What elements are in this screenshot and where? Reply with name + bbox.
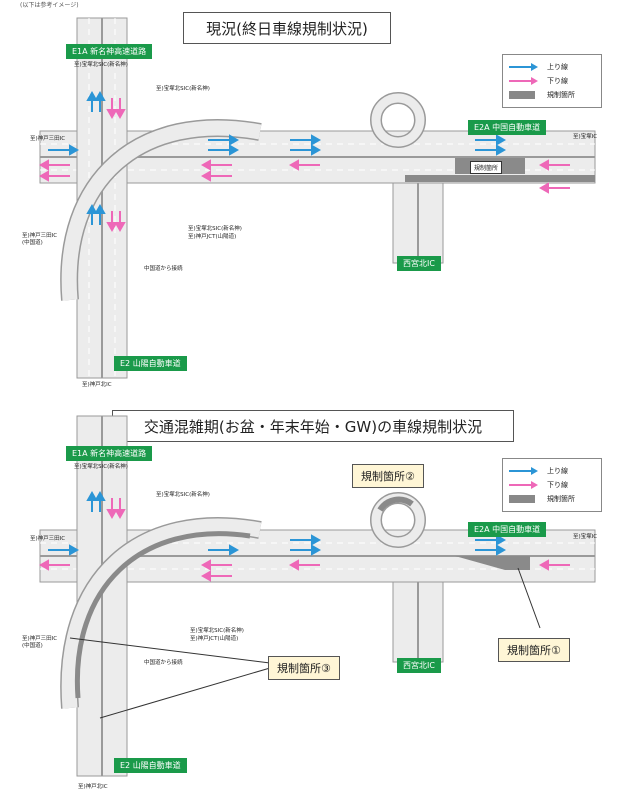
regulation-label: 規制箇所 [470,161,503,174]
legend-down: 下り線 [509,479,599,491]
route-sign-e2a: E2A 中国自動車道 [468,522,547,537]
panel-title: 現況(終日車線規制状況) [183,12,391,44]
callout-regulation-1: 規制箇所① [498,638,570,662]
dest-label: 至)神戸三田IC (中国道) [22,636,58,649]
dest-label: 至)宝塚IC [573,134,598,140]
legend-up: 上り線 [509,61,599,73]
panel-congestion: 交通混雑期(お盆・年末年始・GW)の車線規制状況 [0,398,642,796]
dest-label: 至)宝塚IC [573,534,598,540]
dest-label: 中国道から接続 [144,266,183,272]
route-sign-e2: E2 山陽自動車道 [114,758,187,773]
dest-label: 至)神戸北IC [82,382,112,388]
dest-label: 中国道から接続 [144,660,183,666]
dest-label: 至)神戸JCT(山陽道) [188,234,237,240]
legend-up: 上り線 [509,465,599,477]
dest-label: 至)宝塚北SIC(新名神) [156,492,210,498]
dest-label: 至)神戸三田IC [30,136,66,142]
dest-label: 至)宝塚北SIC(新名神) [190,628,244,634]
dest-label: 至)宝塚北SIC(新名神) [74,464,128,470]
route-sign-e2a: E2A 中国自動車道 [468,120,547,135]
dest-label: 至)神戸北IC [78,784,108,790]
panel-current: 現況(終日車線規制状況) [22,12,602,388]
regulation-area-3 [74,531,251,699]
legend: 上り線 下り線 規制箇所 [502,54,602,108]
dest-label: 至)神戸三田IC (中国道) [22,233,58,246]
regulation-area [405,175,595,182]
legend-regulation: 規制箇所 [509,493,599,505]
road-map-congestion [38,415,596,777]
route-sign-e1a: E1A 新名神高速道路 [66,44,153,59]
ic-sign-nishinomiya: 西宮北IC [397,256,441,271]
legend: 上り線 下り線 規制箇所 [502,458,602,512]
ic-sign-nishinomiya: 西宮北IC [397,658,441,673]
dest-label: 至)神戸JCT(山陽道) [190,636,239,642]
callout-regulation-2: 規制箇所② [352,464,424,488]
dest-label: 至)宝塚北SIC(新名神) [188,226,242,232]
road-map-current [38,17,596,379]
legend-regulation: 規制箇所 [509,89,599,101]
callout-regulation-3: 規制箇所③ [268,656,340,680]
header-note: (以下は参考イメージ) [20,2,79,9]
legend-down: 下り線 [509,75,599,87]
route-sign-e2: E2 山陽自動車道 [114,356,187,371]
dest-label: 至)神戸三田IC [30,536,66,542]
dest-label: 至)宝塚北SIC(新名神) [74,62,128,68]
regulation-area-1 [455,556,530,570]
regulation-area-2 [377,496,414,512]
route-sign-e1a: E1A 新名神高速道路 [66,446,153,461]
dest-label: 至)宝塚北SIC(新名神) [156,86,210,92]
